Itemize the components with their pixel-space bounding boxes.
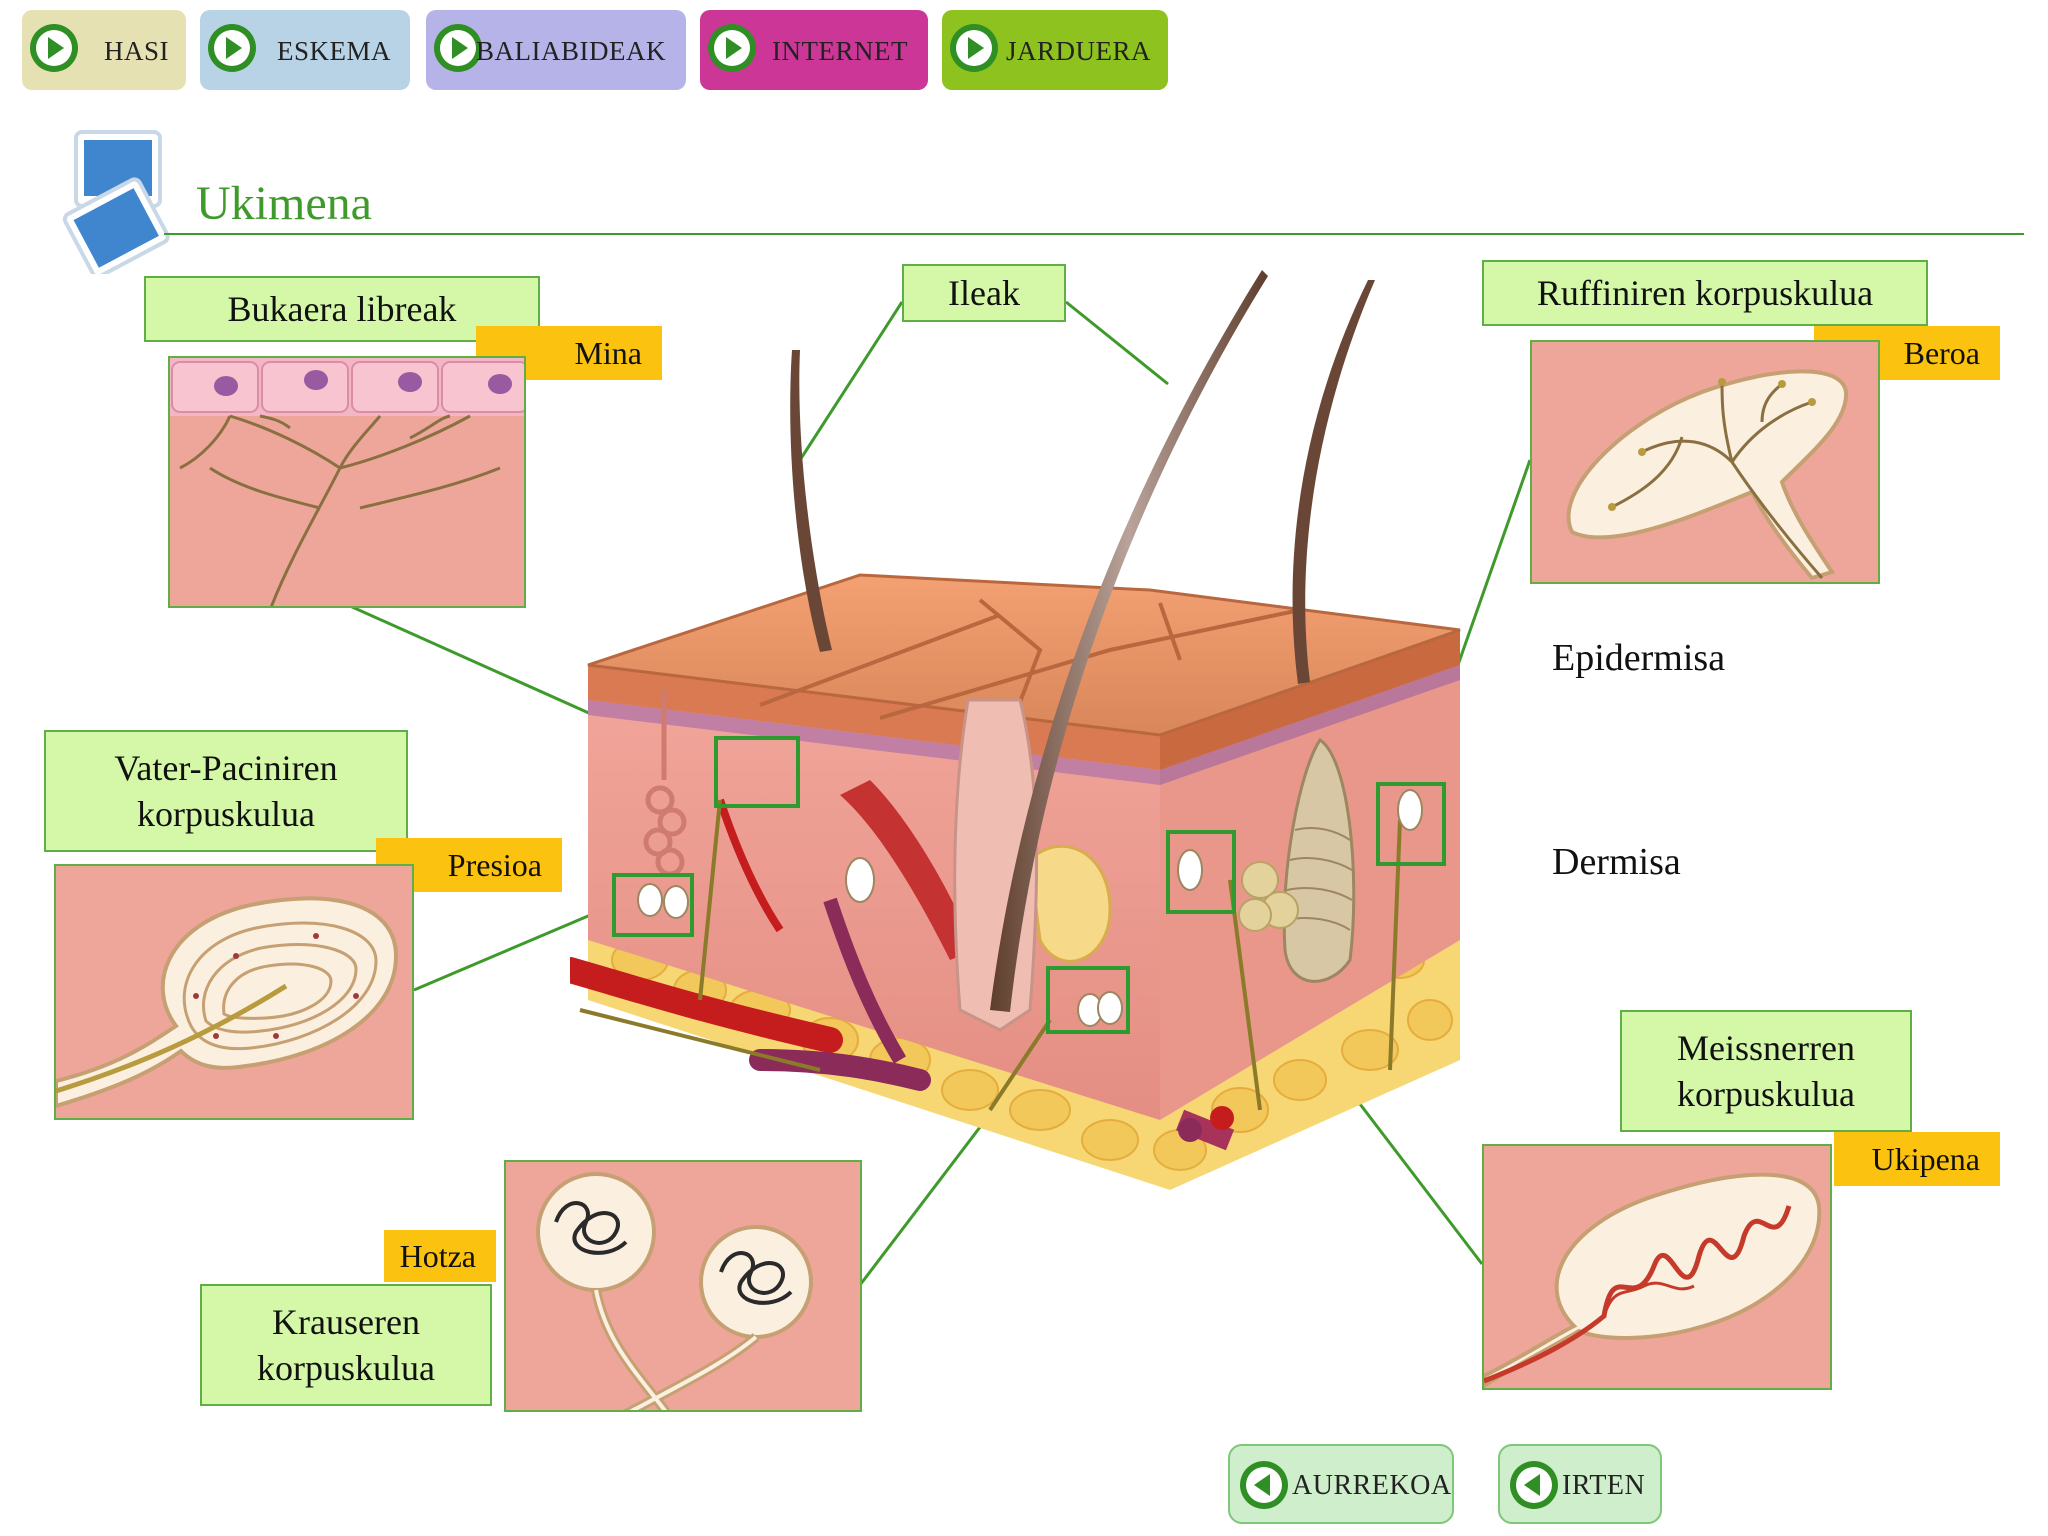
image-meissner-corpuscle [1482,1144,1832,1390]
label-bukaera-libreak: Bukaera libreak [144,276,540,342]
slides-icon [62,130,170,274]
nav-button-eskema[interactable]: ESKEMA [200,10,410,90]
back-icon [1510,1461,1558,1509]
nav-button-internet[interactable]: INTERNET [700,10,928,90]
back-icon [1240,1461,1288,1509]
play-icon [208,24,256,72]
nav-button-hasi[interactable]: HASI [22,10,186,90]
tag-hotza: Hotza [384,1230,496,1282]
nav-button-baliabideak[interactable]: BALIABIDEAK [426,10,686,90]
page-title: Ukimena [196,177,372,230]
nav-label-hasi: HASI [104,36,170,66]
layer-label-epidermisa: Epidermisa [1552,637,1726,679]
nav-button-jarduera[interactable]: JARDUERA [942,10,1168,90]
aurrekoa-label: AURREKOA [1292,1470,1452,1501]
label-meissner: Meissnerren korpuskulua [1620,1010,1912,1132]
label-krause: Krauseren korpuskulua [200,1284,492,1406]
nav-label-internet: INTERNET [772,36,908,66]
image-krause-bulbs [504,1160,862,1412]
image-free-nerve-endings [168,356,526,608]
play-icon [708,24,756,72]
nav-label-baliabideak: BALIABIDEAK [476,36,666,66]
play-icon [434,24,482,72]
tag-ukipena: Ukipena [1834,1132,2000,1186]
layer-label-dermisa: Dermisa [1552,841,1681,883]
label-ileak: Ileak [902,264,1066,322]
label-ruffini: Ruffiniren korpuskulua [1482,260,1928,326]
image-pacinian-corpuscle [54,864,414,1120]
title-divider [164,233,2024,235]
nav-label-eskema: ESKEMA [277,36,392,66]
play-icon [950,24,998,72]
label-vater-pacini: Vater-Paciniren korpuskulua [44,730,408,852]
play-icon [30,24,78,72]
aurrekoa-button[interactable]: AURREKOA [1228,1444,1454,1524]
irten-button[interactable]: IRTEN [1498,1444,1662,1524]
irten-label: IRTEN [1562,1470,1646,1501]
nav-label-jarduera: JARDUERA [1006,36,1152,66]
image-ruffini-corpuscle [1530,340,1880,584]
skin-cross-section [570,240,1470,1190]
